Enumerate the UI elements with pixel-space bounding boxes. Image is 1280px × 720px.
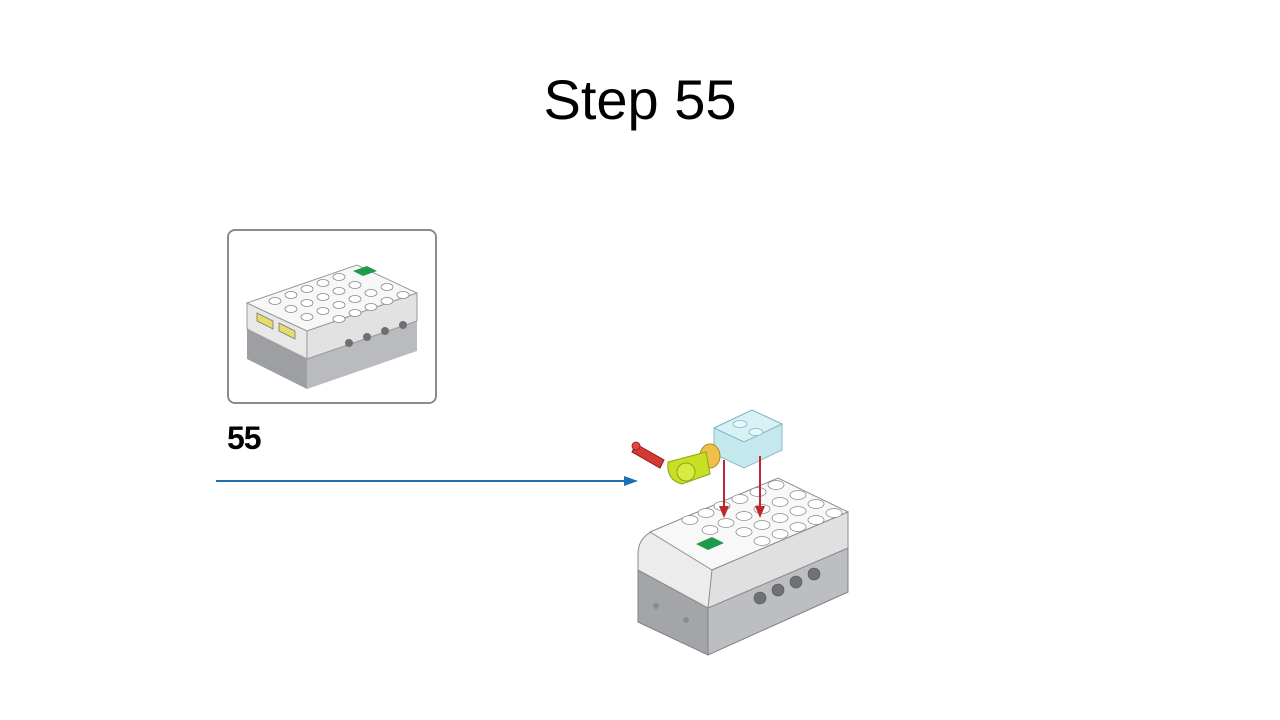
callout-previous-model: [227, 229, 437, 404]
page-title: Step 55: [543, 68, 737, 131]
insertion-arrows: [719, 456, 765, 518]
smarthub-assembly-icon: [637, 477, 850, 656]
step-number: 55: [227, 420, 262, 456]
smarthub-brick-icon: [245, 264, 419, 389]
connector-parts: [631, 409, 784, 485]
arrow-right-icon: [216, 476, 638, 486]
